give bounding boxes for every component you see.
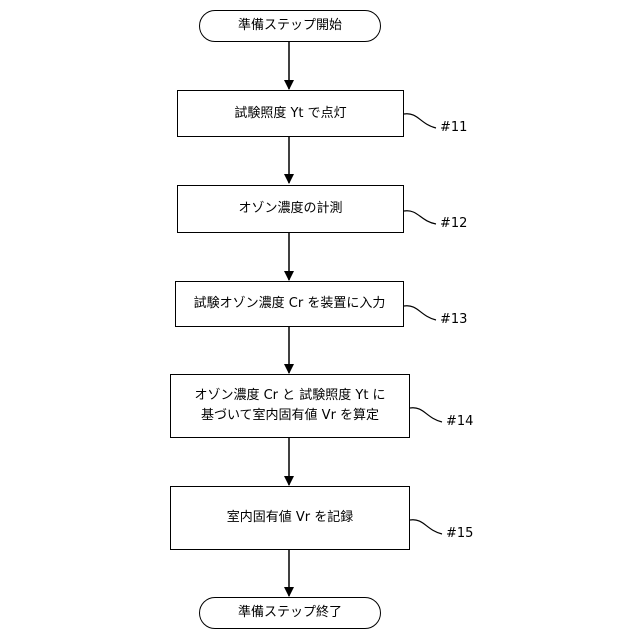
step-11-box: 試験照度 Yt で点灯 <box>177 90 404 137</box>
step-14-label-line-2: 基づいて室内固有値 Vr を算定 <box>201 406 379 426</box>
step-12-box: オゾン濃度の計測 <box>177 185 404 233</box>
end-terminal: 準備ステップ終了 <box>199 597 381 629</box>
leader-11 <box>404 114 436 128</box>
leader-15 <box>410 520 442 534</box>
leader-13 <box>404 306 436 320</box>
step-14-ref: #14 <box>446 414 473 429</box>
step-15-box: 室内固有値 Vr を記録 <box>170 486 410 550</box>
step-14-box: オゾン濃度 Cr と 試験照度 Yt に 基づいて室内固有値 Vr を算定 <box>170 374 410 438</box>
step-11-label: 試験照度 Yt で点灯 <box>234 104 346 124</box>
leader-14 <box>410 408 442 422</box>
start-label: 準備ステップ開始 <box>238 16 342 36</box>
start-terminal: 準備ステップ開始 <box>199 10 381 42</box>
step-11-ref: #11 <box>440 120 467 135</box>
step-14-label-line-1: オゾン濃度 Cr と 試験照度 Yt に <box>194 386 385 406</box>
leader-12 <box>404 211 436 224</box>
step-13-label: 試験オゾン濃度 Cr を装置に入力 <box>194 294 386 314</box>
step-15-ref: #15 <box>446 526 473 541</box>
step-13-box: 試験オゾン濃度 Cr を装置に入力 <box>175 281 404 327</box>
step-12-label: オゾン濃度の計測 <box>238 199 342 219</box>
step-12-ref: #12 <box>440 216 467 231</box>
end-label: 準備ステップ終了 <box>238 603 342 623</box>
step-15-label: 室内固有値 Vr を記録 <box>227 508 354 528</box>
step-13-ref: #13 <box>440 312 467 327</box>
